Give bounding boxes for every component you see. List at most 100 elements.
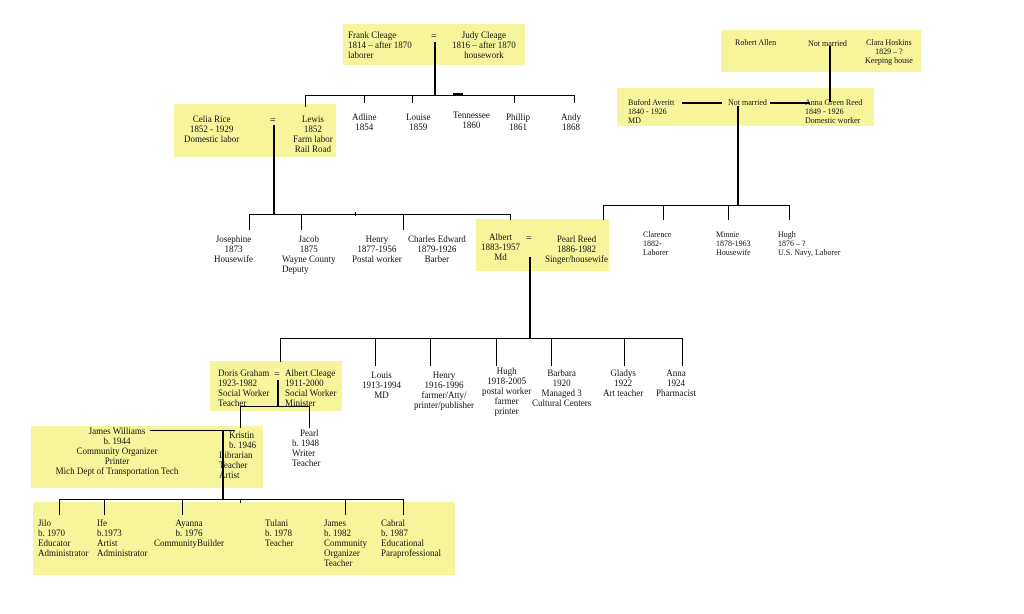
line	[240, 406, 241, 428]
person-years: 1854	[355, 122, 374, 132]
line	[663, 205, 664, 220]
person-charles-edward: Charles Edward 1879-1926 Barber	[408, 234, 466, 264]
line	[574, 95, 575, 103]
person-years: 1911-2000	[285, 378, 324, 388]
person-line: Cultural Centers	[532, 398, 592, 408]
person-name: Clara Hoskins	[866, 38, 912, 47]
person-name: Adline	[352, 112, 377, 122]
person-name: Buford Averitt	[628, 98, 675, 107]
albert-pearl-box	[476, 219, 609, 271]
line	[737, 106, 739, 206]
line	[249, 214, 250, 230]
line	[829, 46, 831, 102]
child-tennessee: Tennessee 1860	[453, 110, 490, 130]
person-name: Tennessee	[453, 110, 490, 120]
person-line: b. 1970	[38, 528, 65, 538]
line	[182, 499, 183, 515]
person-line: Barbara	[547, 368, 576, 378]
line	[222, 430, 224, 500]
line	[510, 214, 511, 220]
person-occupation: U.S. Navy, Laborer	[778, 248, 841, 257]
line	[430, 338, 431, 366]
person-line: Artist	[97, 538, 118, 548]
person-line: b. 1944	[103, 436, 131, 446]
person-line: Ife	[97, 518, 107, 528]
person-occupation: Farm labor	[293, 134, 333, 144]
person-name: Anna Green Reed	[805, 98, 863, 107]
line	[789, 205, 790, 220]
person-line: Hugh	[496, 366, 517, 376]
doris-albert-box	[210, 361, 342, 411]
marriage-symbol: =	[526, 233, 532, 244]
person-cabral: Cabral b. 1987 Educational Paraprofessio…	[381, 518, 441, 558]
person-name: Josephine	[215, 234, 252, 244]
person-hugh-1876: Hugh 1876 – ? U.S. Navy, Laborer	[778, 230, 840, 257]
person-line: b. 1946	[229, 440, 256, 450]
person-line: Administrator	[97, 548, 148, 558]
line	[624, 338, 625, 366]
person-anna-green-reed: Anna Green Reed 1849 - 1926 Domestic wor…	[805, 98, 862, 125]
person-line: Community Organizer	[76, 446, 158, 456]
child-andy: Andy 1868	[561, 112, 581, 132]
person-years: 1840 - 1926	[628, 107, 667, 116]
line	[603, 205, 790, 206]
person-jilo: Jilo b. 1970 Educator Administrator	[38, 518, 89, 558]
person-minnie: Minnie 1878-1963 Housewife	[716, 230, 751, 257]
line	[273, 125, 275, 215]
person-line: Artist	[219, 470, 240, 480]
person-line: b. 1982	[324, 528, 351, 538]
line	[453, 93, 463, 95]
person-years: 1852 - 1929	[189, 124, 234, 134]
person-years: 1816 – after 1870	[452, 40, 516, 50]
person-name: Clarence	[643, 230, 672, 239]
allen-hoskins-box	[721, 30, 921, 72]
person-line: Community	[324, 538, 368, 548]
person-occupation: Barber	[424, 254, 450, 264]
person-anna-1924: Anna 1924 Pharmacist	[656, 368, 696, 398]
person-name: Albert Cleage	[285, 368, 336, 378]
person-line: Teacher	[265, 538, 294, 548]
line	[403, 499, 404, 515]
line	[59, 499, 60, 515]
person-barbara: Barbara 1920 Managed 3 Cultural Centers	[532, 368, 591, 408]
person-occupation: Housewife	[716, 248, 751, 257]
person-albert-1883: Albert 1883-1957 Md	[481, 232, 520, 262]
line	[770, 102, 810, 104]
person-occupation: MD	[628, 116, 641, 125]
person-name: Henry	[365, 234, 389, 244]
child-phillip: Phillip 1861	[506, 112, 530, 132]
person-occupation: Social Worker	[285, 388, 337, 398]
person-occupation: Social Worker	[218, 388, 270, 398]
person-occupation: Domestic worker	[805, 116, 861, 125]
person-occupation: Md	[494, 252, 507, 262]
person-line: MD	[374, 390, 389, 400]
person-line: James	[324, 518, 346, 528]
person-clarence: Clarence 1882- Laborer	[643, 230, 671, 257]
person-years: 1923-1982	[218, 378, 257, 388]
person-line: Henry	[432, 370, 456, 380]
line	[375, 338, 376, 366]
person-line: 1924	[667, 378, 685, 388]
person-line: b.1973	[97, 528, 122, 538]
person-years: 1861	[509, 122, 527, 132]
person-tulani: Tulani b. 1978 Teacher	[265, 518, 293, 548]
not-married-label: Not married	[728, 98, 767, 107]
person-occupation: Housewife	[214, 254, 253, 264]
person-buford-averitt: Buford Averitt 1840 - 1926 MD	[628, 98, 674, 125]
person-kristin: Kristin b. 1946 Librarian Teacher Artist	[219, 430, 256, 480]
marriage-symbol: =	[270, 115, 276, 126]
person-years: 1877-1956	[357, 244, 397, 254]
person-doris-graham: Doris Graham 1923-1982 Social Worker Tea…	[218, 368, 269, 408]
line	[434, 42, 436, 96]
person-years: 1814 – after 1870	[348, 40, 412, 50]
person-line: Printer	[104, 456, 130, 466]
person-occupation: Rail Road	[294, 144, 331, 154]
line	[305, 95, 575, 96]
person-name: Hugh	[778, 230, 796, 239]
person-name: Phillip	[506, 112, 531, 122]
person-years: 1852	[303, 124, 322, 134]
person-line: Gladys	[610, 368, 636, 378]
person-line: postal worker	[482, 386, 532, 396]
person-name: Minnie	[716, 230, 740, 239]
celia-lewis-box	[174, 104, 336, 157]
